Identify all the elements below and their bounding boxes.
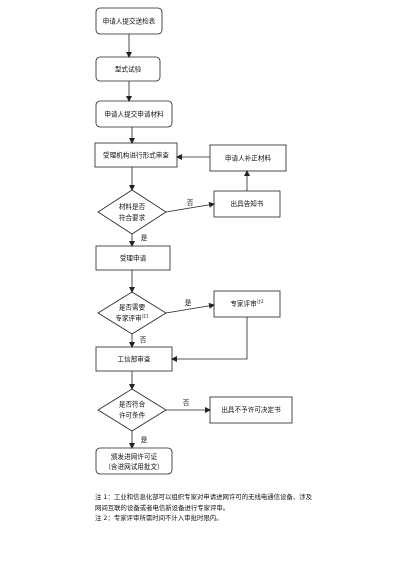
need-expert-note: 注1 [142, 313, 149, 320]
edge-label-yes-conditions: 是 [141, 436, 148, 444]
arrow-diamond1-to-notice [165, 201, 215, 213]
node-need-expert-line1: 是否需要 [119, 304, 146, 312]
diamond-need-expert [97, 291, 167, 335]
node-materials-ok-line2: 符合要求 [119, 213, 146, 222]
node-submit-materials: 申请人提交申请材料 [104, 110, 164, 119]
need-expert-label: 专家评审 [115, 314, 142, 323]
arrow-diamond2-to-expert [165, 302, 215, 314]
edge-label-no-expert: 否 [140, 336, 147, 344]
box-accept [95, 245, 171, 271]
box-submit-materials [95, 100, 173, 128]
node-formal-review: 受理机构进行形式审查 [103, 151, 169, 160]
node-submit-form: 申请人提交送检表 [103, 17, 156, 26]
edge-label-no-conditions: 否 [183, 399, 190, 407]
node-accept: 受理申请 [120, 254, 147, 263]
node-type-test: 型式试验 [115, 65, 142, 74]
node-expert-review: 专家评审注2 [230, 298, 264, 308]
edge-label-no-materials: 否 [187, 199, 194, 207]
node-no-permit: 出具不予许可决定书 [221, 405, 281, 414]
expert-review-note: 注2 [257, 298, 264, 305]
node-notice: 出具告知书 [231, 199, 264, 208]
note-1-line-1: 注 1：工业和信息化部可以组织专家对申请进网许可的无线电通信设备、涉及 [95, 493, 312, 501]
node-miit-review: 工信部审查 [118, 355, 151, 364]
box-no-permit [209, 396, 293, 424]
node-issue-permit-line2: （含进网试用批文） [104, 462, 163, 471]
footnotes: 注 1：工业和信息化部可以组织专家对申请进网许可的无线电通信设备、涉及 网间互联… [95, 492, 395, 524]
node-need-expert-line2: 专家评审注1 [115, 313, 149, 323]
node-meets-conditions-line2: 许可条件 [119, 411, 146, 420]
node-meets-conditions-line1: 是否符合 [119, 400, 146, 409]
box-miit-review [95, 346, 173, 372]
edge-label-yes-materials: 是 [141, 234, 148, 242]
diamond-materials-ok [97, 189, 167, 235]
note-1-line-2: 网间互联的设备或者电信新设备进行专家评审。 [95, 503, 230, 512]
node-materials-ok-line1: 材料是否 [119, 202, 146, 211]
edge-label-yes-expert: 是 [185, 299, 192, 307]
note-2: 注 2：专家评审所需时间不计入审批时限内。 [95, 514, 223, 522]
node-supplement: 申请人补正材料 [225, 154, 272, 163]
diamond-meets-conditions [97, 388, 167, 432]
arrow-expert-to-miit [171, 317, 248, 362]
expert-review-label: 专家评审 [230, 299, 257, 308]
node-issue-permit-line1: 颁发进网许可证 [111, 452, 158, 461]
